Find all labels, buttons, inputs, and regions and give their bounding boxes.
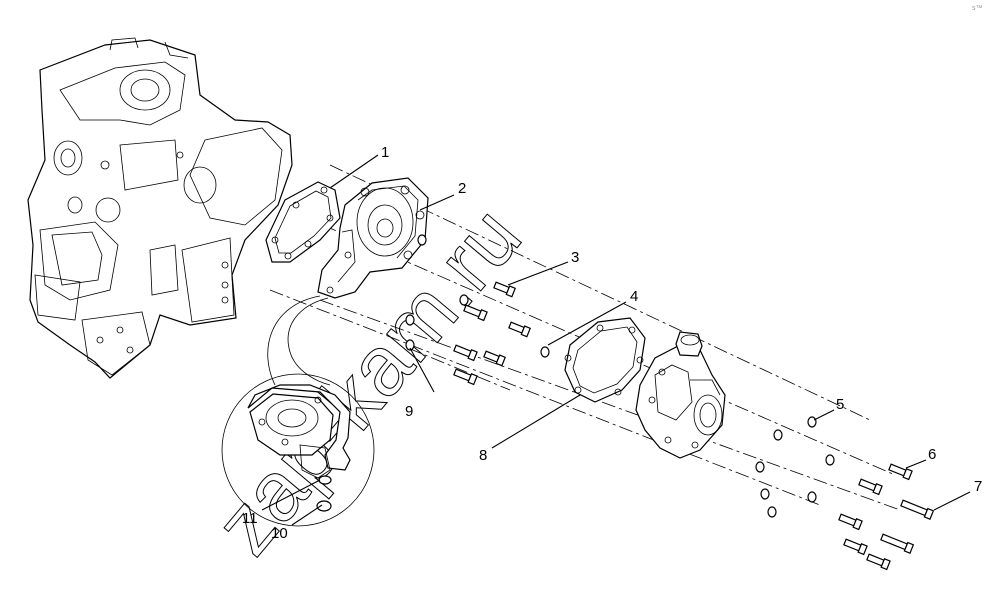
callout-9: 9 bbox=[405, 403, 413, 420]
washers bbox=[405, 234, 835, 518]
callout-5: 5 bbox=[836, 396, 844, 413]
bolts bbox=[453, 281, 935, 571]
callout-4: 4 bbox=[630, 288, 638, 305]
callout-11: 11 bbox=[242, 510, 258, 527]
corner-mark: s™ bbox=[972, 5, 983, 12]
water-pump bbox=[635, 331, 726, 459]
callout-10: 10 bbox=[271, 525, 288, 542]
callout-labels: 1 2 3 4 5 6 7 8 9 10 11 bbox=[242, 144, 982, 542]
detail-view bbox=[221, 295, 375, 527]
callout-3: 3 bbox=[571, 249, 579, 266]
engine-block bbox=[27, 37, 293, 379]
part-2-oil-pump bbox=[317, 177, 429, 299]
callout-1: 1 bbox=[381, 144, 389, 161]
part-8-gasket bbox=[564, 317, 646, 403]
callout-7: 7 bbox=[974, 478, 982, 495]
callout-8: 8 bbox=[479, 447, 487, 464]
callout-2: 2 bbox=[458, 180, 466, 197]
leader-lines bbox=[261, 154, 971, 526]
callout-6: 6 bbox=[928, 446, 936, 463]
part-1-gasket bbox=[265, 181, 341, 263]
